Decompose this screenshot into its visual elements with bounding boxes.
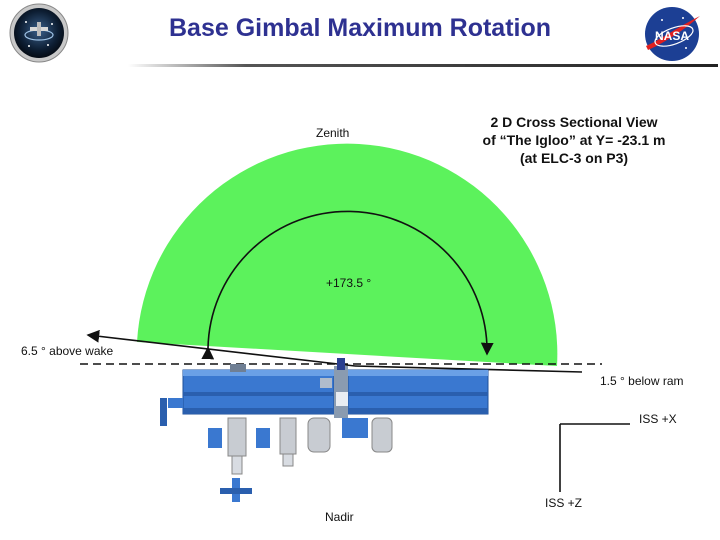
wake-arrow [86,329,356,367]
zenith-label: Zenith [316,126,350,140]
view-title: 2 D Cross Sectional View of “The Igloo” … [440,113,708,167]
mission-emblem-logo [9,3,69,63]
below-ram-label: 1.5 ° below ram [600,374,684,388]
header-rule [128,64,718,67]
rotation-arc [201,210,494,360]
iss-payloads [208,417,393,502]
nadir-label: Nadir [325,510,354,524]
iss-x-label: ISS +X [639,412,677,426]
coverage-region [137,143,558,366]
rotation-label: +173.5 ° [326,276,372,290]
view-title-line: of “The Igloo” at Y= -23.1 m [482,132,666,148]
above-wake-label: 6.5 ° above wake [21,344,114,358]
view-title-line: 2 D Cross Sectional View [490,114,658,130]
iss-z-label: ISS +Z [545,496,583,510]
iss-truss [160,358,489,426]
slide-title: Base Gimbal Maximum Rotation [168,14,552,42]
svg-text:NASA: NASA [655,29,689,43]
ram-line [354,365,583,373]
view-title-line: (at ELC-3 on P3) [519,150,629,166]
nasa-logo: NASA [645,7,700,61]
